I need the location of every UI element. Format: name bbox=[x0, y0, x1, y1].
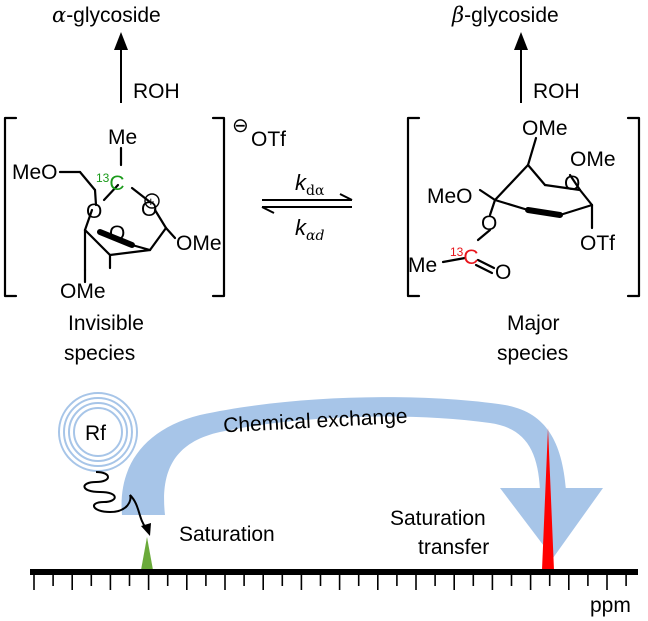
transfer-label-2: transfer bbox=[418, 536, 489, 559]
cation-plus: + bbox=[147, 194, 155, 209]
invisible-label-1: Invisible bbox=[68, 312, 144, 335]
meo-left: MeO bbox=[12, 161, 58, 184]
exchange-arrow-shaft bbox=[121, 397, 566, 515]
carbon13-right: 13C bbox=[450, 245, 479, 269]
alpha-glycoside-label: α-glycoside bbox=[52, 3, 161, 27]
o-ring-right: O bbox=[564, 172, 580, 195]
otf-right: OTf bbox=[580, 232, 615, 255]
carbon13-left: 13C bbox=[96, 171, 125, 195]
o-carbonyl: O bbox=[495, 261, 511, 284]
invisible-label-2: species bbox=[64, 342, 135, 365]
charge-minus: ⊖ bbox=[232, 115, 249, 137]
major-label-2: species bbox=[497, 342, 568, 365]
major-label-1: Major bbox=[507, 312, 560, 335]
ome-bottom-left: OMe bbox=[60, 280, 106, 303]
beta-arrow bbox=[514, 32, 528, 103]
roh-left: ROH bbox=[133, 80, 180, 103]
counterion-otf: OTf bbox=[251, 128, 286, 151]
left-bracket-open bbox=[3, 116, 18, 298]
rf-label: Rf bbox=[85, 422, 106, 445]
rf-wave-arrowhead bbox=[141, 523, 151, 536]
o-ring-left: O bbox=[141, 198, 157, 221]
transfer-label-1: Saturation bbox=[390, 507, 486, 530]
saturation-peak bbox=[141, 537, 153, 570]
me-right: Me bbox=[408, 254, 437, 277]
o-bridge-1: O bbox=[86, 200, 102, 223]
alpha-arrow bbox=[114, 32, 128, 103]
right-bracket-close bbox=[626, 116, 641, 298]
o-bridge-2: O bbox=[109, 222, 125, 245]
roh-right: ROH bbox=[533, 80, 580, 103]
ppm-label: ppm bbox=[590, 594, 631, 617]
transfer-peak bbox=[542, 428, 554, 570]
k-reverse: kαd bbox=[295, 215, 324, 244]
ome-top-right: OMe bbox=[522, 117, 568, 140]
equilibrium-arrows bbox=[261, 193, 353, 214]
rf-source-icon bbox=[58, 392, 138, 472]
rf-wave bbox=[83, 471, 147, 529]
triflate-structure bbox=[441, 136, 594, 275]
ome-right-left: OMe bbox=[176, 232, 222, 255]
ppm-axis-ticks bbox=[33, 574, 627, 590]
right-bracket-open bbox=[406, 116, 421, 298]
beta-glycoside-label: β-glycoside bbox=[451, 3, 559, 27]
me-top-left: Me bbox=[108, 126, 137, 149]
meo-right: MeO bbox=[427, 185, 473, 208]
saturation-label: Saturation bbox=[179, 523, 275, 546]
k-forward: kdα bbox=[295, 170, 325, 199]
o-acyl: O bbox=[481, 212, 497, 235]
ppm-axis bbox=[30, 569, 638, 575]
left-bracket-close bbox=[211, 116, 226, 298]
dioxolenium-structure bbox=[58, 146, 177, 284]
ome-right-right: OMe bbox=[570, 148, 616, 171]
